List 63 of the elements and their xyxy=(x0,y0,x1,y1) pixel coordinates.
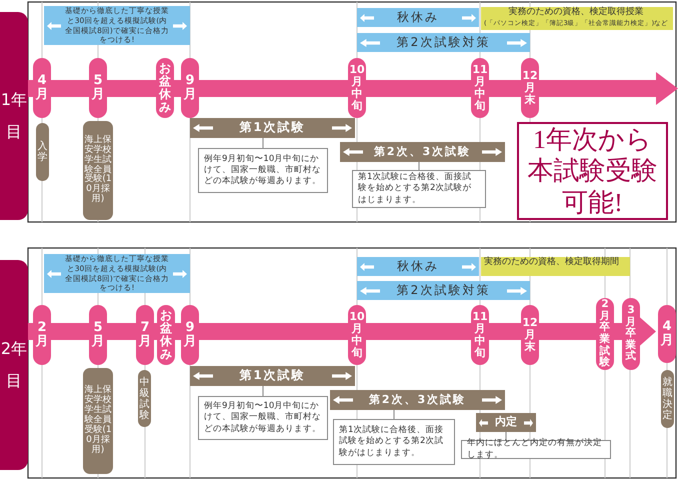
period-label: 秋休み xyxy=(396,10,440,26)
month-marker: 5月 xyxy=(89,58,107,118)
event-pill: 海上保安学校学生試験全員受験(10月採用) xyxy=(83,368,113,474)
note-box xyxy=(352,170,486,208)
month-marker: お盆休み xyxy=(156,58,174,118)
month-marker: 3月卒業式 xyxy=(622,298,640,370)
period-label: 第2次、3次試験 xyxy=(368,392,468,408)
period-bar xyxy=(44,254,190,293)
month-marker: 12月末 xyxy=(521,305,539,365)
month-marker: 9月 xyxy=(181,305,199,365)
note-text: 第1次試験に合格後、面接試験を始めとする第2次試験がはじまります。 xyxy=(339,425,444,459)
event-pill: 入学 xyxy=(36,123,49,181)
month-marker: 9月 xyxy=(181,58,199,118)
month-marker: お盆休み xyxy=(157,305,175,365)
exam-period-bar xyxy=(340,142,505,162)
month-marker: 4月 xyxy=(658,305,676,363)
event-pill: 中級試験 xyxy=(138,370,151,427)
month-marker: 2月 xyxy=(33,305,51,365)
leader-line xyxy=(262,138,264,148)
period-label: 第2次試験対策 xyxy=(396,282,492,298)
period-bar xyxy=(357,33,530,52)
period-label: 秋休み xyxy=(396,258,440,274)
period-bar xyxy=(357,8,479,27)
month-marker: 10月中旬 xyxy=(348,305,366,365)
period-label: 実務のための資格、検定取得期間 xyxy=(484,257,619,269)
period-bar xyxy=(44,6,190,45)
leader-line xyxy=(418,162,420,170)
period-label: 第2次試験対策 xyxy=(396,34,492,50)
period-label: 第1次試験 xyxy=(238,120,307,136)
month-marker: 5月 xyxy=(89,305,107,365)
exam-period-bar xyxy=(330,390,505,410)
month-marker: 12月末 xyxy=(521,58,539,118)
period-label: 内定 xyxy=(494,415,518,430)
note-box xyxy=(198,396,328,440)
month-marker: 4月 xyxy=(33,58,51,118)
exam-period-bar xyxy=(190,366,355,386)
period-bar xyxy=(357,281,530,300)
period-label: 実務のための資格、検定取得授業 xyxy=(508,7,645,19)
month-marker: 10月中旬 xyxy=(348,58,366,118)
year-tab: 2年目 xyxy=(0,260,28,470)
callout-text: 1年次から本試験受験可能! xyxy=(526,124,658,218)
month-marker: 7月 xyxy=(136,305,154,365)
month-marker: 11月中旬 xyxy=(471,305,489,365)
event-pill: 海上保安学校学生試験全員受験(10月採用) xyxy=(83,121,113,220)
month-marker: 11月中旬 xyxy=(471,58,489,118)
note-box xyxy=(333,419,455,465)
exam-period-bar xyxy=(190,118,355,138)
leader-line xyxy=(262,386,264,396)
callout-box xyxy=(517,122,668,220)
event-pill: 就職決定 xyxy=(661,370,674,428)
period-label: 第1次試験 xyxy=(238,368,307,384)
month-marker: 2月卒業試験 xyxy=(596,298,614,370)
note-text: 第1次試験に合格後、面接試験を始めとする第2次試験がはじまります。 xyxy=(358,172,472,206)
period-bar xyxy=(357,257,479,276)
note-text: 例年9月初旬〜10月中旬にかけて、国家一般職、市町村などの本試験が毎週あります。 xyxy=(204,154,322,188)
period-label: 第2次、3次試験 xyxy=(372,144,472,160)
note-box xyxy=(198,148,328,193)
period-bar xyxy=(481,257,630,276)
note-text: 例年9月初旬〜10月中旬にかけて、国家一般職、市町村などの本試験が毎週あります。 xyxy=(204,401,322,435)
exam-period-bar xyxy=(476,413,536,432)
period-bar xyxy=(481,7,673,30)
note-text: 年内にほとんど内定の有無が決定します。 xyxy=(467,438,603,461)
year-tab: 1年目 xyxy=(0,12,28,220)
